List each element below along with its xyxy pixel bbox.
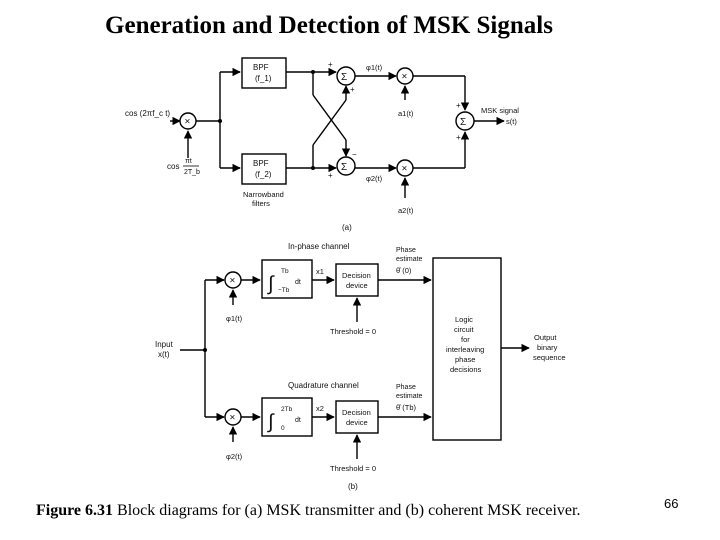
svg-text:−: − — [352, 150, 357, 159]
narrowband-filters-label-2: filters — [252, 199, 270, 208]
svg-text:∫: ∫ — [267, 411, 275, 433]
svg-text:device: device — [346, 281, 368, 290]
tx-input-cos-den: 2T_b — [184, 169, 200, 176]
transmitter-sublabel: (a) — [342, 223, 352, 232]
rx-phi2-label: φ2(t) — [226, 452, 243, 461]
svg-text:×: × — [402, 72, 408, 83]
figure-label: Figure 6.31 — [36, 502, 114, 519]
tx-a1-label: a1(t) — [398, 109, 414, 118]
decision-device-inphase: Decision device — [335, 263, 379, 297]
svg-text:Σ: Σ — [460, 117, 466, 128]
svg-text:Tb: Tb — [281, 268, 289, 275]
svg-text:×: × — [230, 413, 236, 424]
svg-text:Decision: Decision — [342, 271, 371, 280]
rx-input-label: Input — [155, 340, 174, 349]
receiver-diagram: In-phase channel Quadrature channel Inpu… — [155, 242, 566, 491]
svg-text:×: × — [402, 164, 408, 175]
output-label-3: sequence — [533, 353, 566, 362]
output-label-1: Output — [534, 333, 557, 342]
tx-multiplier-a2: × — [396, 159, 414, 177]
phase-estimate-label-3: Phase — [396, 384, 416, 391]
rx-x1-label: x1 — [316, 267, 324, 276]
rx-multiplier-inphase: × — [224, 271, 242, 289]
svg-text:+: + — [328, 60, 333, 69]
svg-text:Logic: Logic — [455, 315, 473, 324]
tx-summer-bottom: Σ − + — [328, 150, 357, 180]
svg-text:×: × — [185, 117, 191, 128]
threshold-inphase-label: Threshold = 0 — [330, 327, 376, 336]
tx-summer-top: Σ + + — [328, 60, 356, 94]
decision-device-quad: Decision device — [335, 400, 379, 434]
figure-caption: Figure 6.31 Block diagrams for (a) MSK t… — [36, 502, 580, 520]
svg-text:phase: phase — [455, 355, 475, 364]
page-title: Generation and Detection of MSK Signals — [105, 12, 553, 39]
svg-text:2Tb: 2Tb — [281, 406, 293, 413]
svg-text:dt: dt — [295, 417, 301, 424]
svg-text:interleaving: interleaving — [446, 345, 484, 354]
svg-text:∫: ∫ — [267, 273, 275, 295]
tx-input-cos-num: πt — [185, 158, 192, 165]
svg-text:Σ: Σ — [341, 72, 347, 83]
tx-phi2-label: φ2(t) — [366, 174, 383, 183]
rx-input-symbol: x(t) — [158, 350, 170, 359]
rx-multiplier-quad: × — [224, 408, 242, 426]
inphase-channel-label: In-phase channel — [288, 242, 350, 251]
bpf-f2-block: BPF (f_2) — [241, 153, 287, 185]
svg-text:BPF: BPF — [253, 63, 269, 72]
rx-x2-label: x2 — [316, 404, 324, 413]
svg-text:+: + — [350, 85, 355, 94]
narrowband-filters-label: Narrowband — [243, 190, 284, 199]
svg-text:Decision: Decision — [342, 408, 371, 417]
bpf-f1-block: BPF (f_1) — [241, 57, 287, 89]
phase-estimate-label-1: Phase — [396, 247, 416, 254]
svg-text:+: + — [456, 133, 461, 142]
output-label-2: binary — [537, 343, 558, 352]
svg-text:−Tb: −Tb — [278, 287, 290, 294]
svg-text:(f_1): (f_1) — [255, 74, 272, 83]
integrator-quad: ∫ 2Tb 0 dt — [261, 397, 313, 437]
tx-input-cos-prefix: cos — [167, 162, 179, 171]
quadrature-channel-label: Quadrature channel — [288, 381, 359, 390]
msk-block-diagram: cos (2πf_c t) × cos πt 2T_b BPF (f_1) BP… — [125, 57, 566, 491]
svg-text:device: device — [346, 418, 368, 427]
integrator-inphase: ∫ Tb −Tb dt — [261, 259, 313, 299]
phase-estimate-label-2: estimate — [396, 256, 423, 263]
page-number: 66 — [664, 496, 679, 511]
tx-input-carrier-label: cos (2πf_c t) — [125, 109, 170, 118]
receiver-sublabel: (b) — [348, 482, 358, 491]
svg-text:0: 0 — [281, 425, 285, 432]
threshold-quad-label: Threshold = 0 — [330, 464, 376, 473]
tx-a2-label: a2(t) — [398, 206, 414, 215]
svg-text:Σ: Σ — [341, 162, 347, 173]
tx-output-summer: Σ + + — [455, 101, 475, 142]
tx-multiplier: × — [179, 112, 197, 130]
figure-caption-text: Block diagrams for (a) MSK transmitter a… — [113, 502, 581, 519]
tx-multiplier-a1: × — [396, 67, 414, 85]
msk-signal-label: MSK signal — [481, 106, 519, 115]
theta-Tb-label: θ̂ (Tb) — [396, 403, 417, 412]
svg-text:decisions: decisions — [450, 365, 482, 374]
svg-text:+: + — [328, 171, 333, 180]
msk-signal-symbol: s(t) — [506, 117, 517, 126]
svg-text:×: × — [230, 276, 236, 287]
transmitter-diagram: cos (2πf_c t) × cos πt 2T_b BPF (f_1) BP… — [125, 57, 519, 232]
phase-estimate-label-4: estimate — [396, 393, 423, 400]
rx-phi1-label: φ1(t) — [226, 314, 243, 323]
theta-0-label: θ̂ (0) — [396, 266, 412, 275]
svg-text:+: + — [456, 101, 461, 110]
svg-text:dt: dt — [295, 279, 301, 286]
logic-circuit-block: Logic circuit for interleaving phase dec… — [432, 257, 502, 441]
svg-text:(f_2): (f_2) — [255, 170, 272, 179]
svg-text:circuit: circuit — [454, 325, 475, 334]
svg-text:for: for — [461, 335, 470, 344]
svg-text:BPF: BPF — [253, 159, 269, 168]
tx-phi1-label: φ1(t) — [366, 63, 383, 72]
